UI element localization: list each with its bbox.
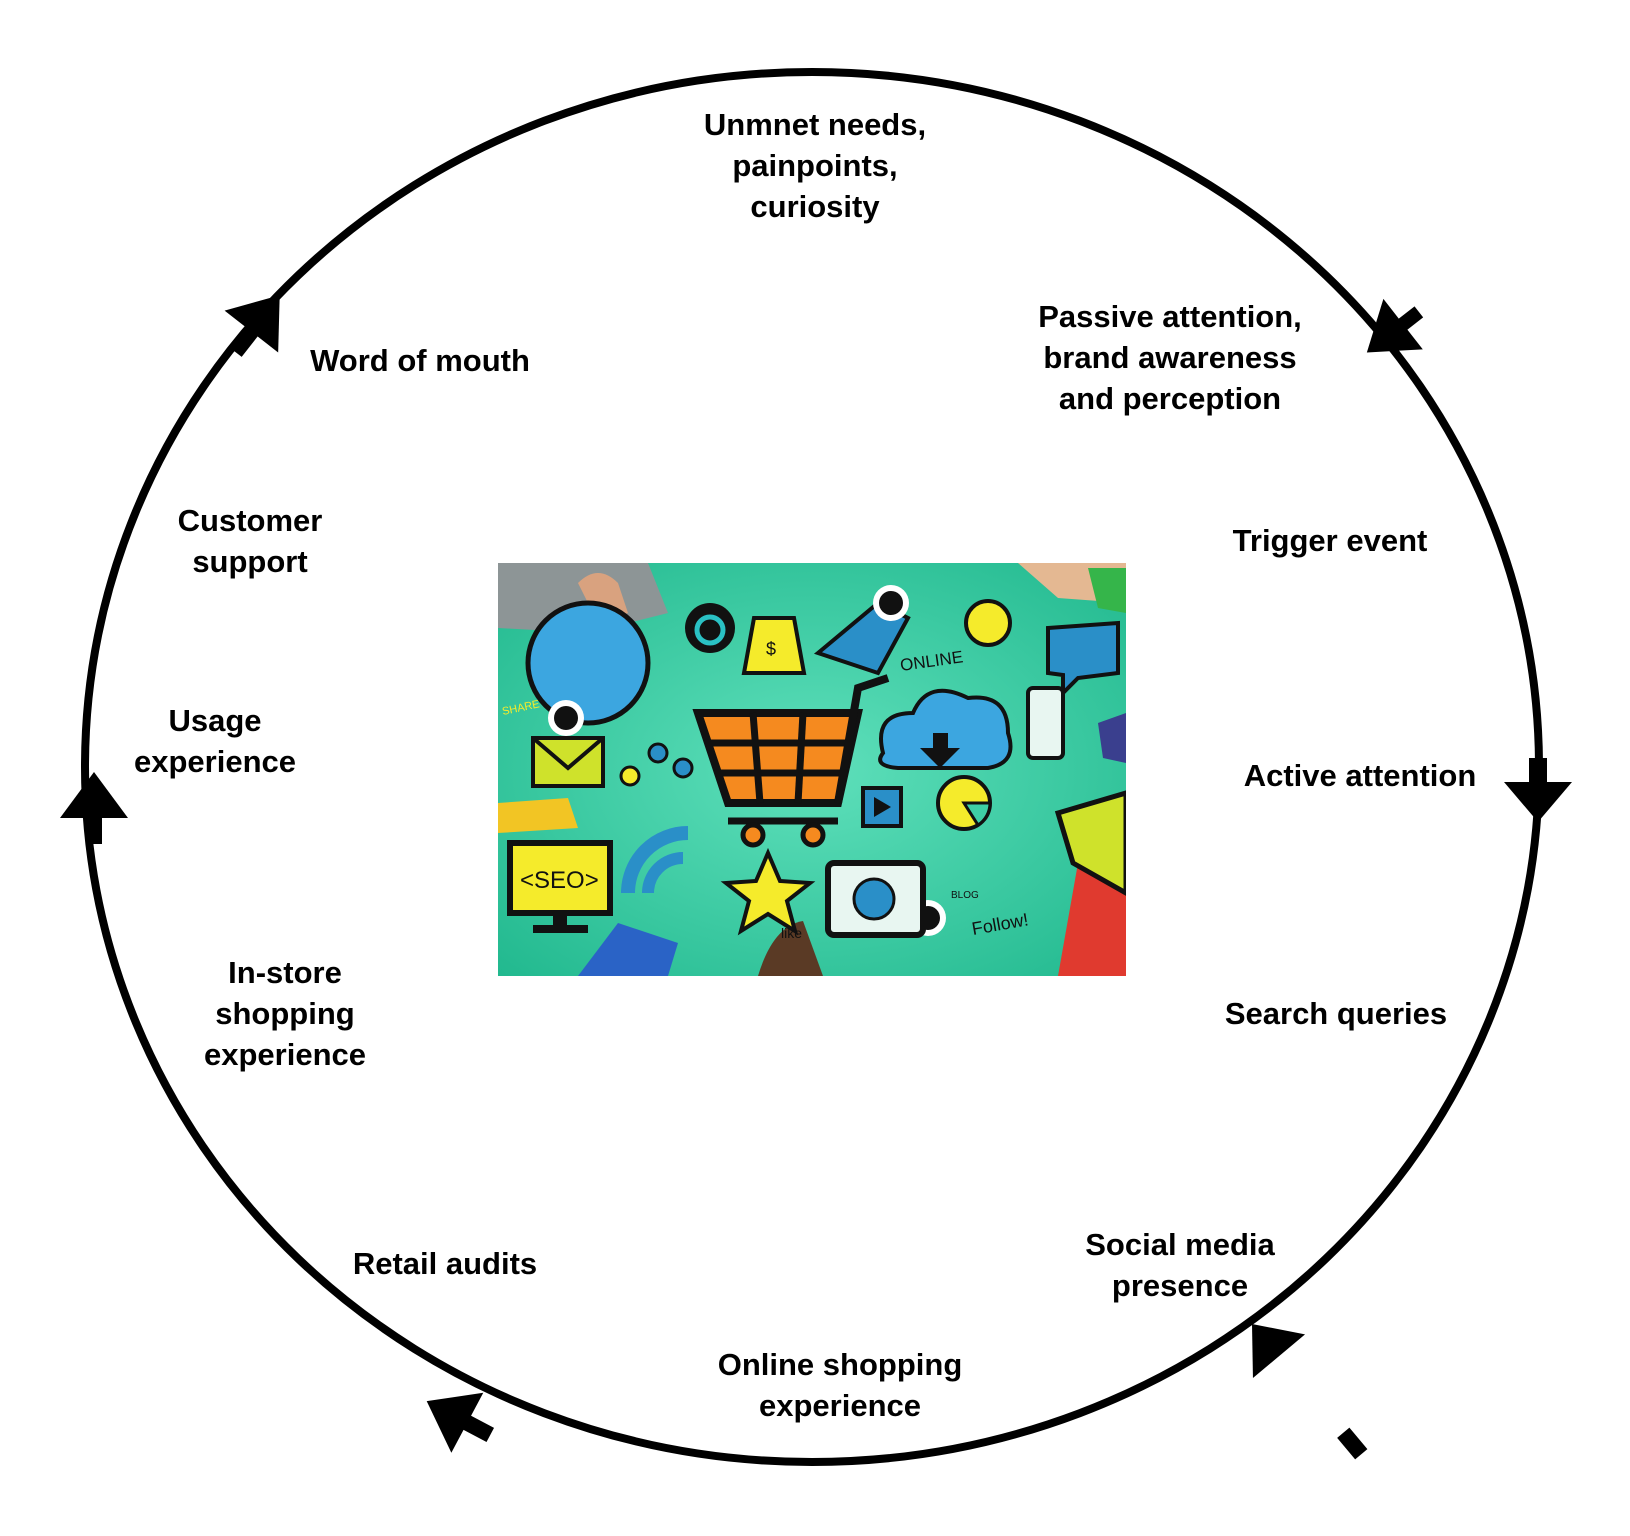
arrow-3 — [1252, 1324, 1368, 1460]
stage-customer-support: Customer support — [177, 503, 323, 579]
chat-bubble-icon — [1046, 620, 1120, 698]
stage-search-queries: Search queries — [1224, 996, 1448, 1031]
globe-icon — [525, 600, 651, 726]
arrow-4 — [426, 1392, 495, 1453]
stage-passive-attention: Passive attention, brand awareness and p… — [1038, 299, 1302, 416]
stage-online-shopping: Online shopping experience — [717, 1347, 963, 1423]
users-icon — [647, 742, 669, 764]
stage-social-media: Social media presence — [1085, 1227, 1275, 1303]
sleeve-blue — [578, 923, 678, 976]
dollar-text: $ — [766, 639, 776, 659]
arrow-1 — [1366, 298, 1424, 353]
arrow-5 — [60, 772, 128, 844]
price-tag-icon — [813, 600, 911, 676]
stage-usage-experience: Usage experience — [134, 703, 296, 779]
arrow-6 — [224, 295, 280, 357]
stage-unmet-needs: Unmnet needs, painpoints, curiosity — [703, 107, 927, 224]
stage-retail-audits: Retail audits — [352, 1246, 538, 1281]
seo-monitor-icon — [507, 840, 613, 916]
like-text: like — [781, 925, 802, 941]
phone-icon — [1026, 686, 1065, 760]
arrow-2 — [1504, 758, 1572, 822]
shopping-bag-icon — [741, 616, 807, 675]
megaphone-icon — [1054, 790, 1126, 896]
stage-trigger-event: Trigger event — [1232, 523, 1428, 558]
lightbulb-icon — [964, 599, 1012, 647]
cloud-download-icon — [878, 688, 1013, 770]
shopping-cart-icon — [692, 674, 890, 848]
sleeve-yellow — [498, 798, 578, 833]
blog-text: BLOG — [951, 890, 979, 901]
center-photo: ONLINE SHARE <SEO> BLOG Follow! like $ — [498, 563, 1126, 976]
stage-word-of-mouth: Word of mouth — [310, 343, 530, 378]
seo-text: <SEO> — [520, 867, 599, 894]
power-icon — [685, 603, 735, 653]
stage-active-attention: Active attention — [1243, 758, 1477, 793]
ecommerce-illustration: ONLINE SHARE <SEO> BLOG Follow! like $ — [498, 563, 1126, 976]
stage-in-store: In-store shopping experience — [204, 955, 366, 1072]
star-icon — [720, 847, 816, 936]
